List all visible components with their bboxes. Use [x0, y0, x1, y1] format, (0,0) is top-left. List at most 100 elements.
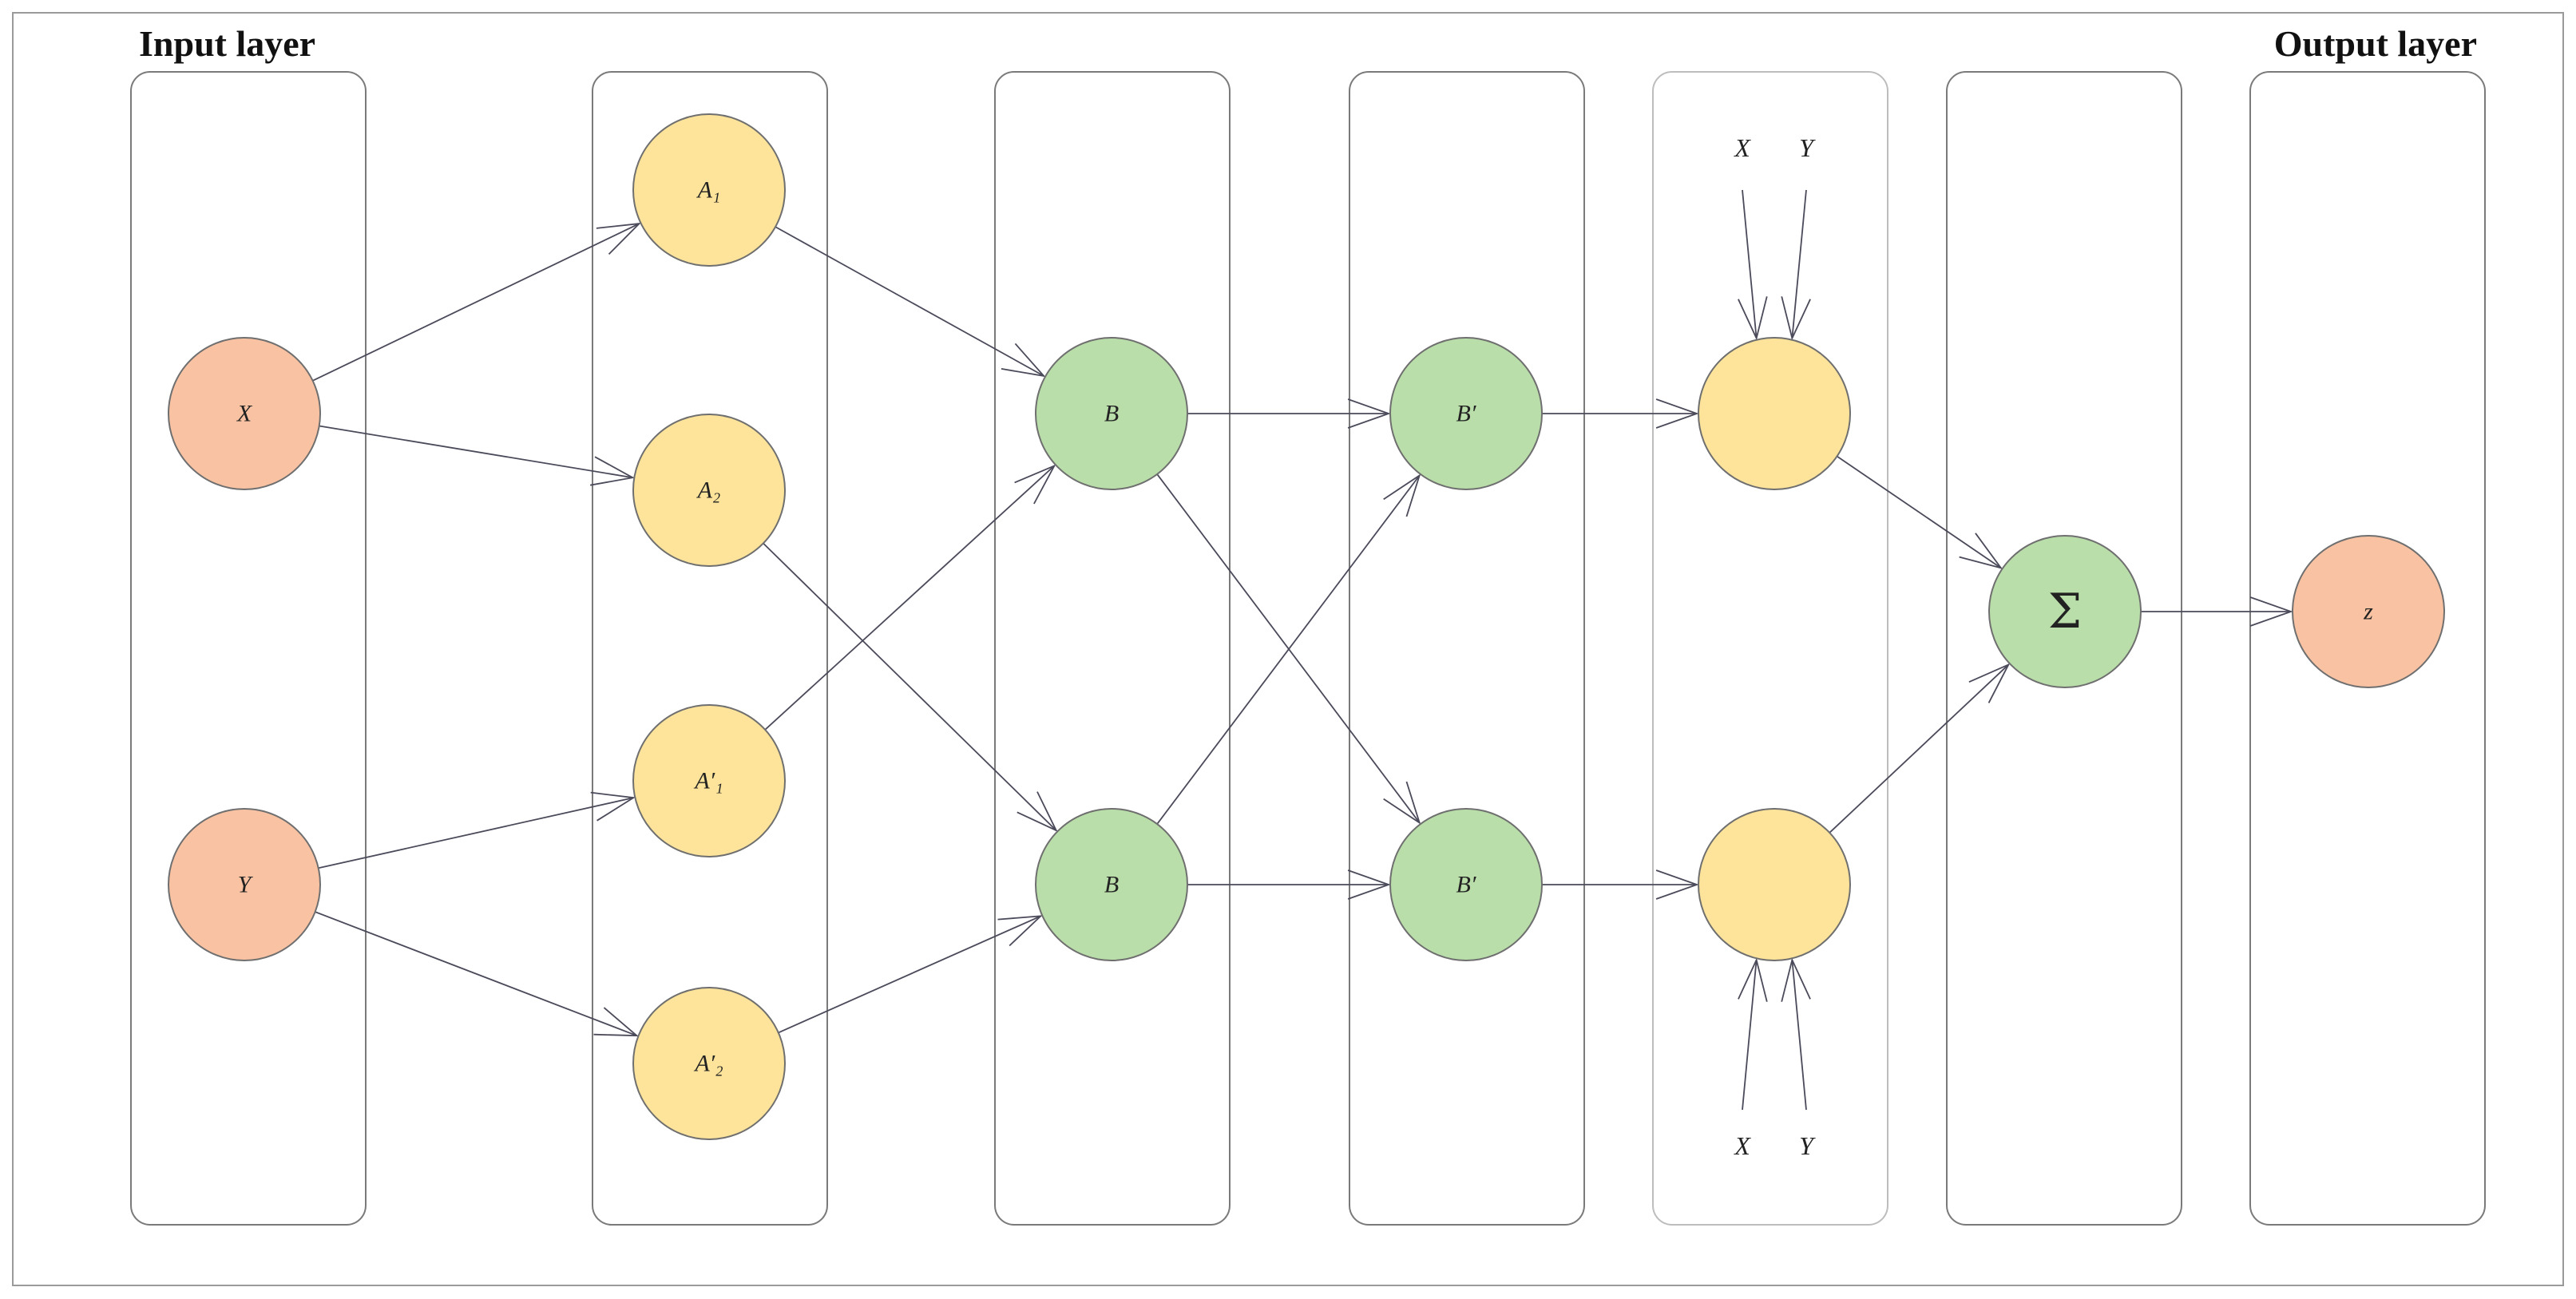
edge-ap1-b1-arrowhead [1014, 464, 1056, 505]
edges [312, 222, 2293, 1037]
edge-ap1-b1-line [764, 465, 1055, 731]
ext-label-bottom-y: Y [1799, 1131, 1816, 1160]
node-b2-circle [1035, 808, 1188, 961]
node-bp2: B′ [1389, 808, 1543, 961]
node-ap1-circle [632, 704, 786, 857]
node-x-circle [168, 337, 321, 490]
edge-b2-bp1 [1156, 473, 1421, 825]
edge-y-ap2 [315, 911, 639, 1037]
ext-arrow-top-x [1738, 189, 1768, 341]
edge-x-a1-line [312, 223, 640, 382]
node-ap1-label: A′₁ [693, 768, 723, 794]
edge-y-ap2-arrowhead [593, 1007, 639, 1037]
edge-ap2-b2 [778, 915, 1043, 1034]
edge-c2-sum-line [1829, 663, 2009, 834]
node-b2-label: B [1104, 872, 1119, 898]
node-bp1: B′ [1389, 337, 1543, 490]
node-b1-label: B [1104, 401, 1119, 427]
edge-ap1-b1 [764, 464, 1056, 731]
ext-arrow-top-y-arrowhead [1781, 296, 1811, 341]
edge-a1-b1-arrowhead [1001, 343, 1046, 378]
output-layer-title: Output layer [2274, 23, 2477, 64]
edge-a1-b1-line [775, 226, 1044, 377]
node-ap2-label: A′₂ [693, 1051, 723, 1077]
node-ap1: A′₁ [632, 704, 786, 857]
node-z-label: z [2363, 599, 2373, 625]
node-a2: A₂ [632, 414, 786, 567]
edge-ap2-b2-line [778, 915, 1041, 1034]
edge-bp1-c1-arrowhead [1655, 398, 1699, 429]
edge-a1-b1 [775, 226, 1046, 378]
edge-sum-z [2141, 596, 2293, 627]
ext-arrow-bottom-y-arrowhead [1781, 957, 1811, 1002]
node-c2 [1698, 808, 1851, 961]
node-b2: B [1035, 808, 1188, 961]
edge-sum-z-arrowhead [2249, 596, 2293, 627]
edge-b2-bp1-line [1156, 474, 1421, 825]
node-bp1-label: B′ [1456, 401, 1476, 427]
node-bp2-circle [1389, 808, 1543, 961]
node-y: Y [168, 808, 321, 961]
edge-x-a2-arrowhead [589, 456, 635, 486]
edge-y-ap1-arrowhead [590, 791, 636, 822]
node-a1: A₁ [632, 113, 786, 267]
edge-b1-bp1-arrowhead [1347, 398, 1391, 429]
edge-x-a2 [319, 425, 635, 486]
node-x: X [168, 337, 321, 490]
ext-arrow-bottom-y-line [1791, 960, 1807, 1111]
nodes: X Y A₁ A₂ A′₁ A′₂ B B [168, 113, 2445, 1140]
edge-x-a1 [312, 222, 642, 382]
edge-b1-bp2 [1156, 473, 1421, 825]
ext-label-top-y: Y [1799, 133, 1816, 162]
external-inputs: X Y X Y [1733, 133, 1816, 1160]
edge-c1-sum [1837, 455, 2003, 569]
edge-c2-sum-arrowhead [1968, 663, 2011, 703]
node-bp1-circle [1389, 337, 1543, 490]
layer-column-3 [994, 71, 1231, 1226]
ext-arrow-top-y [1781, 189, 1811, 341]
node-c1-circle [1698, 337, 1851, 490]
edge-ap2-b2-arrowhead [997, 915, 1043, 947]
ext-arrow-top-x-line [1742, 189, 1758, 339]
node-a1-circle [632, 113, 786, 267]
edge-b2-bp1-arrowhead [1383, 473, 1421, 517]
node-y-circle [168, 808, 321, 961]
node-x-label: X [236, 401, 253, 427]
edge-b1-bp2-line [1156, 473, 1421, 824]
edge-x-a1-arrowhead [596, 222, 642, 255]
ext-label-bottom-x: X [1733, 1131, 1751, 1160]
layer-column-7 [2249, 71, 2486, 1226]
layer-column-5 [1652, 71, 1888, 1226]
edge-b2-bp2 [1187, 869, 1391, 900]
edge-c1-sum-line [1837, 455, 2002, 569]
edge-b1-bp2-arrowhead [1383, 781, 1421, 825]
node-sum: Σ [1988, 535, 2142, 688]
ext-arrow-top-x-arrowhead [1738, 296, 1768, 341]
node-c2-circle [1698, 808, 1851, 961]
node-b1-circle [1035, 337, 1188, 490]
node-bp2-label: B′ [1456, 872, 1476, 898]
edge-y-ap1-line [318, 797, 634, 869]
edge-bp2-c2-arrowhead [1655, 869, 1699, 900]
ext-arrow-bottom-y [1781, 957, 1811, 1111]
edge-c2-sum [1829, 663, 2011, 834]
node-sum-label: Σ [2048, 584, 2082, 640]
node-ap2: A′₂ [632, 987, 786, 1140]
edge-y-ap1 [318, 791, 636, 869]
edge-c1-sum-arrowhead [1959, 533, 2003, 569]
outer-frame [12, 12, 2564, 1286]
node-b1: B [1035, 337, 1188, 490]
edge-a2-b2-line [763, 542, 1057, 831]
layer-column-4 [1349, 71, 1585, 1226]
layer-column-2 [592, 71, 828, 1226]
node-a2-circle [632, 414, 786, 567]
ext-arrow-bottom-x-arrowhead [1738, 957, 1768, 1002]
node-c1 [1698, 337, 1851, 490]
edge-x-a2-line [319, 425, 633, 479]
node-z-circle [2292, 535, 2445, 688]
ext-arrow-top-y-line [1791, 189, 1807, 339]
node-y-label: Y [238, 872, 254, 898]
edge-b2-bp2-arrowhead [1347, 869, 1391, 900]
ext-label-top-x: X [1733, 133, 1751, 162]
